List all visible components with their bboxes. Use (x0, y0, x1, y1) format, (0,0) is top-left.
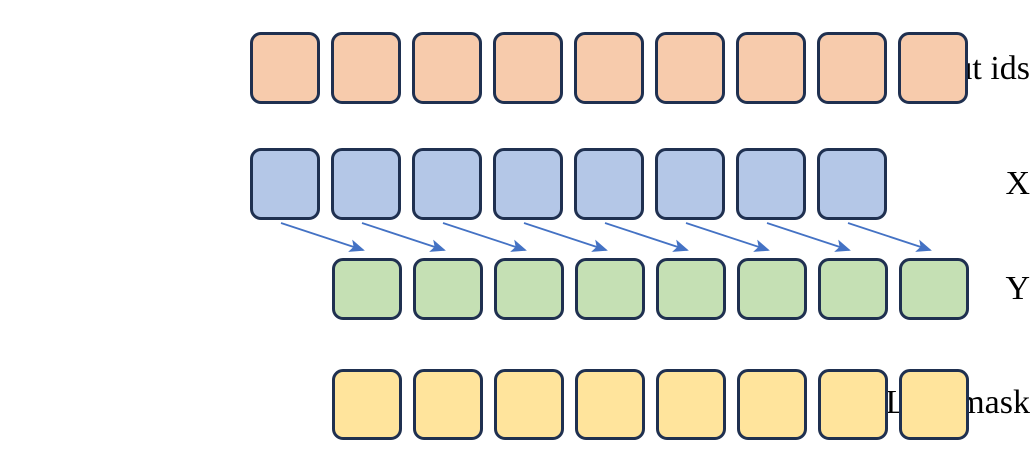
token-cell-x (574, 148, 644, 220)
token-row-loss-mask (332, 369, 969, 440)
token-cell-input-ids (250, 32, 320, 104)
token-cell-y (656, 258, 726, 320)
token-cell-loss-mask (413, 369, 483, 440)
token-cell-y (737, 258, 807, 320)
row-label-x: X (1005, 165, 1030, 202)
token-cell-x (331, 148, 401, 220)
shift-arrow (523, 222, 608, 252)
shift-arrow (280, 222, 365, 252)
shift-arrow (442, 222, 527, 252)
token-cell-input-ids (412, 32, 482, 104)
token-cell-y (494, 258, 564, 320)
token-cell-x (250, 148, 320, 220)
token-row-x (250, 148, 887, 220)
token-cell-input-ids (817, 32, 887, 104)
token-cell-input-ids (574, 32, 644, 104)
token-cell-loss-mask (575, 369, 645, 440)
token-cell-input-ids (898, 32, 968, 104)
token-cell-loss-mask (737, 369, 807, 440)
token-cell-x (817, 148, 887, 220)
shift-arrow (847, 222, 932, 252)
shift-arrow (685, 222, 770, 252)
token-cell-input-ids (736, 32, 806, 104)
token-cell-loss-mask (494, 369, 564, 440)
shift-arrow (604, 222, 689, 252)
token-cell-input-ids (493, 32, 563, 104)
token-cell-x (655, 148, 725, 220)
token-cell-y (413, 258, 483, 320)
row-label-y: Y (1005, 270, 1030, 307)
token-cell-loss-mask (656, 369, 726, 440)
token-cell-y (575, 258, 645, 320)
token-cell-input-ids (331, 32, 401, 104)
token-cell-input-ids (655, 32, 725, 104)
token-row-input-ids (250, 32, 968, 104)
shift-arrow (361, 222, 446, 252)
token-cell-x (736, 148, 806, 220)
token-row-y (332, 258, 969, 320)
token-cell-loss-mask (332, 369, 402, 440)
token-cell-y (899, 258, 969, 320)
shift-arrow (766, 222, 851, 252)
token-cell-y (332, 258, 402, 320)
token-cell-x (412, 148, 482, 220)
token-cell-loss-mask (818, 369, 888, 440)
token-cell-y (818, 258, 888, 320)
token-cell-loss-mask (899, 369, 969, 440)
token-cell-x (493, 148, 563, 220)
